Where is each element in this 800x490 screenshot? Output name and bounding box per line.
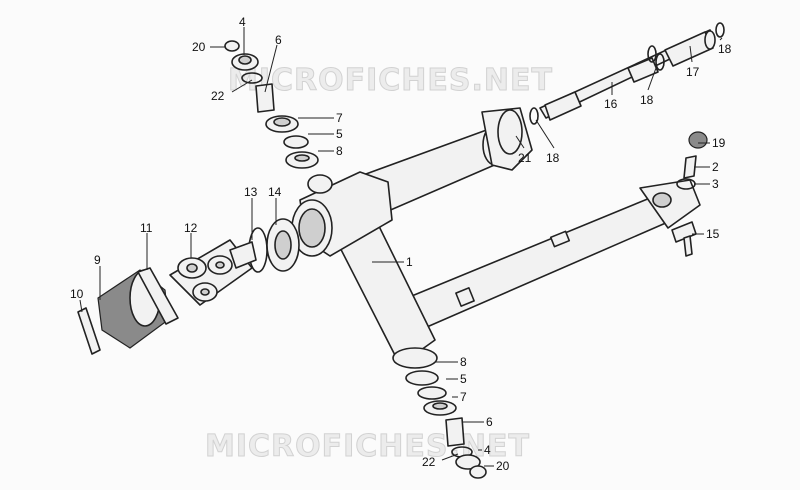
callout-12: 12 bbox=[184, 221, 198, 235]
callout-20-lower: 20 bbox=[496, 459, 510, 473]
callout-labels: 4 20 6 22 7 5 8 13 14 11 12 9 10 1 21 18… bbox=[70, 15, 732, 473]
universal-joint bbox=[169, 239, 257, 306]
callout-11: 11 bbox=[140, 221, 153, 235]
front-bearing-group bbox=[248, 218, 300, 273]
callout-9: 9 bbox=[94, 253, 101, 267]
watermark-top: MICROFICHES.NET bbox=[228, 63, 553, 98]
callout-4-upper: 4 bbox=[239, 15, 246, 29]
callout-7-lower: 7 bbox=[460, 390, 467, 404]
callout-7-upper: 7 bbox=[336, 111, 343, 125]
callout-1: 1 bbox=[406, 255, 413, 269]
callout-3: 3 bbox=[712, 177, 719, 191]
callout-22-lower: 22 bbox=[422, 455, 436, 469]
callout-6-upper: 6 bbox=[275, 33, 282, 47]
callout-18-mid-shaft: 18 bbox=[640, 93, 654, 107]
rubber-boot bbox=[77, 267, 179, 355]
callout-8-upper: 8 bbox=[336, 144, 343, 158]
drive-shaft-assembly bbox=[497, 22, 725, 155]
leader-lines bbox=[79, 27, 723, 467]
callout-21: 21 bbox=[518, 151, 532, 165]
watermark-bottom: MICROFICHES.NET bbox=[205, 429, 530, 464]
callout-22-upper: 22 bbox=[211, 89, 225, 103]
callout-17: 17 bbox=[686, 65, 700, 79]
upper-pivot-stack bbox=[224, 40, 319, 169]
callout-8-lower: 8 bbox=[460, 355, 467, 369]
callout-18-top-shaft: 18 bbox=[718, 42, 732, 56]
callout-2: 2 bbox=[712, 160, 719, 174]
callout-6-lower: 6 bbox=[486, 415, 493, 429]
lower-pivot-stack bbox=[405, 370, 487, 479]
callout-5-lower: 5 bbox=[460, 372, 467, 386]
callout-10: 10 bbox=[70, 287, 84, 301]
callout-18-lower-shaft: 18 bbox=[546, 151, 560, 165]
callout-14: 14 bbox=[268, 185, 282, 199]
callout-20-upper: 20 bbox=[192, 40, 206, 54]
callout-5-upper: 5 bbox=[336, 127, 343, 141]
callout-15: 15 bbox=[706, 227, 720, 241]
callout-19: 19 bbox=[712, 136, 726, 150]
callout-13: 13 bbox=[244, 185, 258, 199]
callout-16: 16 bbox=[604, 97, 618, 111]
swingarm-frame bbox=[291, 107, 701, 369]
callout-4-lower: 4 bbox=[484, 443, 491, 457]
